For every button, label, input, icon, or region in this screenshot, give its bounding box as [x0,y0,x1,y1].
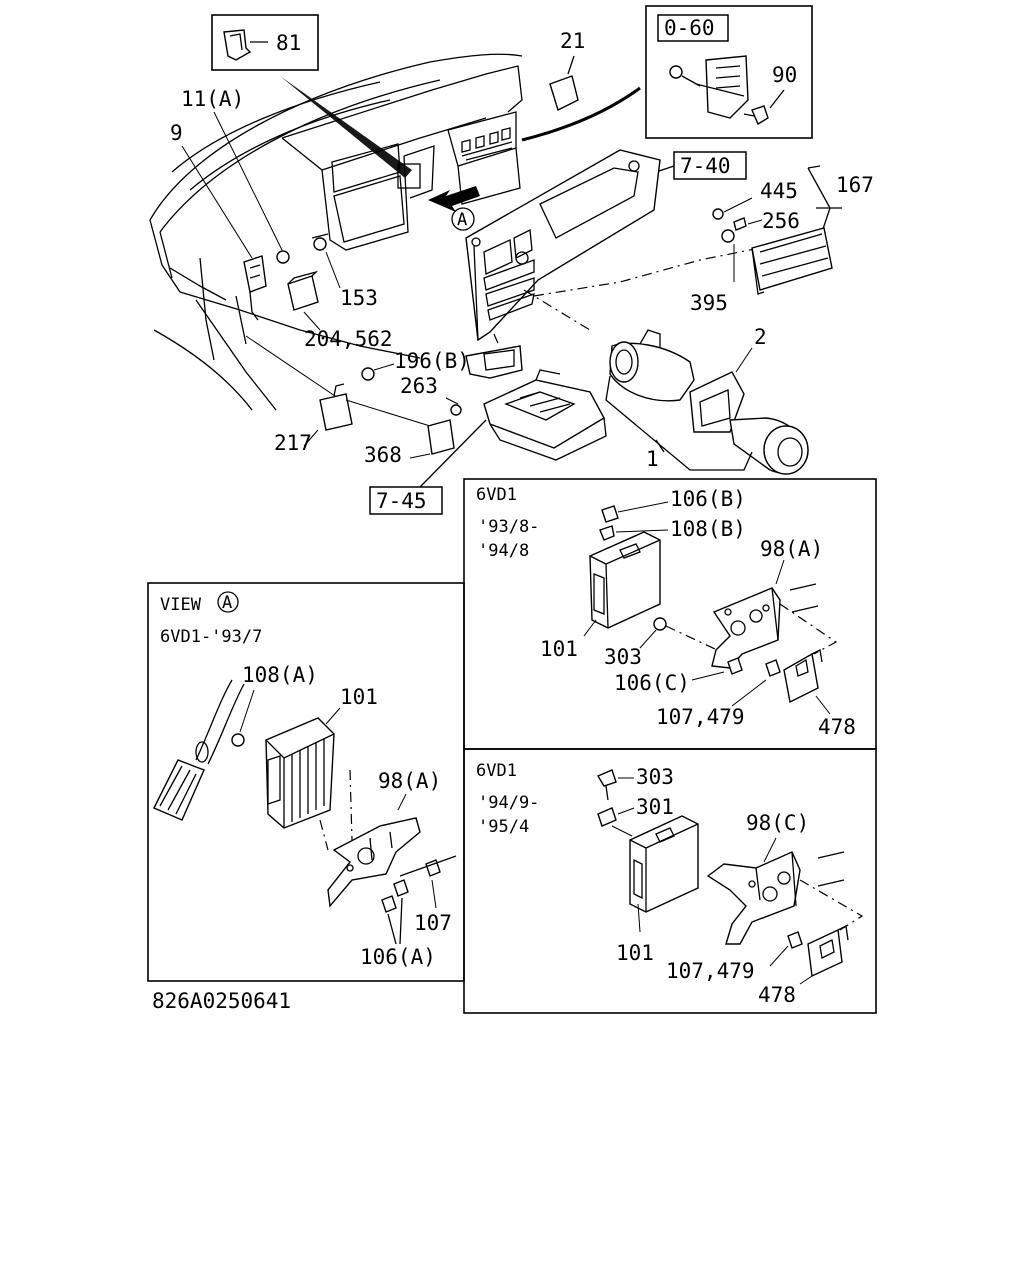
label-303-p2: 303 [636,765,674,789]
label-478-p2: 478 [758,983,796,1007]
small-trim-plate [465,333,523,379]
label-263: 263 [400,374,438,398]
label-21: 21 [560,29,585,53]
view-a-title-marker: A [222,593,232,613]
label-101-view-a: 101 [340,685,378,709]
console-7-45 [483,369,607,461]
label-101-p2: 101 [616,941,654,965]
relay-368: 368 263 [345,374,462,467]
view-a-title: VIEW [160,595,202,615]
label-303-p1: 303 [604,645,642,669]
part-21: 21 [549,29,585,111]
label-2: 2 [754,325,767,349]
label-98a-p1: 98(A) [760,537,823,561]
label-11a: 11(A) [181,87,244,111]
bolt-196b: 196(B) [361,349,470,381]
label-106c: 106(C) [614,671,690,695]
label-9: 9 [170,121,183,145]
center-panel [465,149,761,342]
label-196b: 196(B) [394,349,470,373]
ref-7-45: 7-45 [376,489,427,513]
dashboard-illustration: A [149,53,641,411]
ref-box-7-40: 7-40 [649,151,747,180]
label-395: 395 [690,291,728,315]
label-167: 167 [836,173,874,197]
label-204: 204,562 [304,327,393,351]
label-106b: 106(B) [670,487,746,511]
panel1-date-to: '94/8 [478,541,529,561]
panel2-engine: 6VD1 [476,761,517,781]
label-98c: 98(C) [746,811,809,835]
ref-box-0-60: 0-60 90 [645,5,813,139]
panel-93-94: 6VD1 '93/8- '94/8 106(B) 108(B) 101 303 [463,478,877,750]
label-368: 368 [364,443,402,467]
cigar-lighter: 2 1 [605,325,809,475]
label-108b: 108(B) [670,517,746,541]
label-106a: 106(A) [360,945,436,969]
relay-153: 153 204,562 [287,233,393,351]
relay-bracket-9: 11(A) 9 [170,87,290,321]
label-1: 1 [646,447,659,471]
panel2-date-from: '94/9- [478,793,539,813]
label-101-p1: 101 [540,637,578,661]
view-a-marker: A [457,210,467,230]
panel2-date-to: '95/4 [478,817,529,837]
label-108a: 108(A) [242,663,318,687]
ref-box-7-45: 7-45 [369,419,487,515]
label-256: 256 [762,209,800,233]
ref-0-60: 0-60 [664,16,715,40]
panel1-engine: 6VD1 [476,485,517,505]
ref-box-81: 81 [211,14,319,71]
view-a-panel: VIEW A 6VD1-'93/7 108(A) 101 98(A) [147,582,465,982]
ref-7-40: 7-40 [680,154,731,178]
label-217: 217 [274,431,312,455]
relay-217: 217 [245,335,353,455]
drawing-id: 826A0250641 [152,989,291,1013]
label-153: 153 [340,286,378,310]
label-445: 445 [760,179,798,203]
label-107-view-a: 107 [414,911,452,935]
panel-94-95: 6VD1 '94/9- '95/4 303 301 101 98(C) [463,748,877,1014]
label-98a-view-a: 98(A) [378,769,441,793]
label-81: 81 [276,31,301,55]
label-107-479-p1: 107,479 [656,705,745,729]
panel1-date-from: '93/8- [478,517,539,537]
switch-panel-167: 445 256 167 395 [690,165,874,315]
label-301: 301 [636,795,674,819]
label-107-479-p2: 107,479 [666,959,755,983]
view-a-applicability: 6VD1-'93/7 [160,627,262,647]
label-478-p1: 478 [818,715,856,739]
label-90: 90 [772,63,797,87]
